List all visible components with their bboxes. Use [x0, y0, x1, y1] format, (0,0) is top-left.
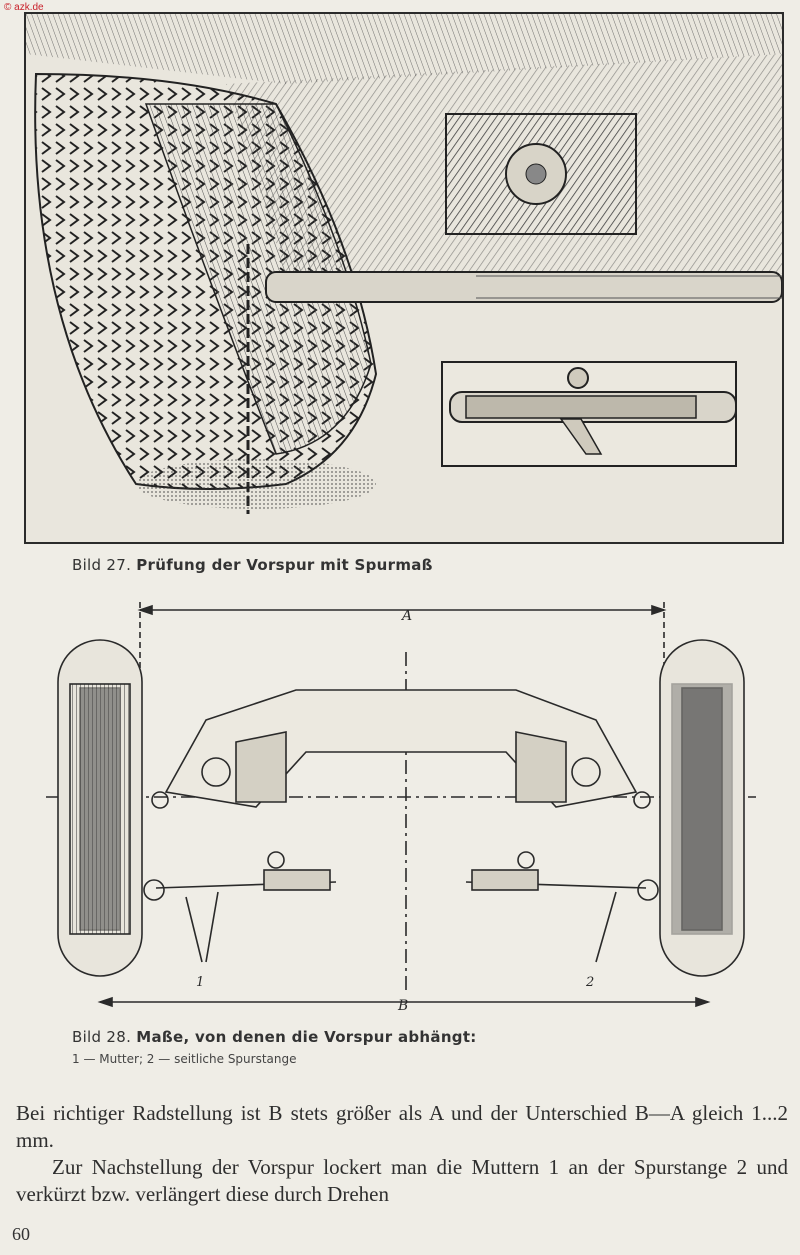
- callout-label-1: 1: [196, 975, 204, 990]
- callout-label-2: 2: [585, 975, 594, 990]
- paragraph-2: Zur Nachstellung der Vorspur lockert man…: [16, 1155, 788, 1206]
- figure-27-caption: Bild 27. Prüfung der Vorspur mit Spurmaß: [72, 556, 433, 574]
- figure-28-legend: 1 — Mutter; 2 — seitliche Spurstange: [72, 1052, 297, 1066]
- figure-28-title: Maße, von denen die Vorspur abhängt:: [136, 1028, 477, 1046]
- page-number: 60: [12, 1224, 30, 1244]
- figure-27-illustration: [24, 12, 784, 544]
- axle-drawing: A B 1 2: [46, 602, 756, 1014]
- figure-28-diagram: A B 1 2: [36, 592, 766, 1022]
- figure-28-number: Bild 28.: [72, 1028, 132, 1046]
- paragraph-1: Bei richtiger Radstellung ist B stets gr…: [16, 1101, 788, 1152]
- dimension-label-a: A: [400, 608, 412, 624]
- watermark: © azk.de: [4, 2, 44, 13]
- wheel-gauge-drawing: [26, 14, 782, 514]
- figure-28-caption: Bild 28. Maße, von denen die Vorspur abh…: [72, 1028, 477, 1046]
- dimension-label-b: B: [397, 998, 408, 1014]
- figure-27-title: Prüfung der Vorspur mit Spurmaß: [136, 556, 433, 574]
- figure-27-number: Bild 27.: [72, 556, 132, 574]
